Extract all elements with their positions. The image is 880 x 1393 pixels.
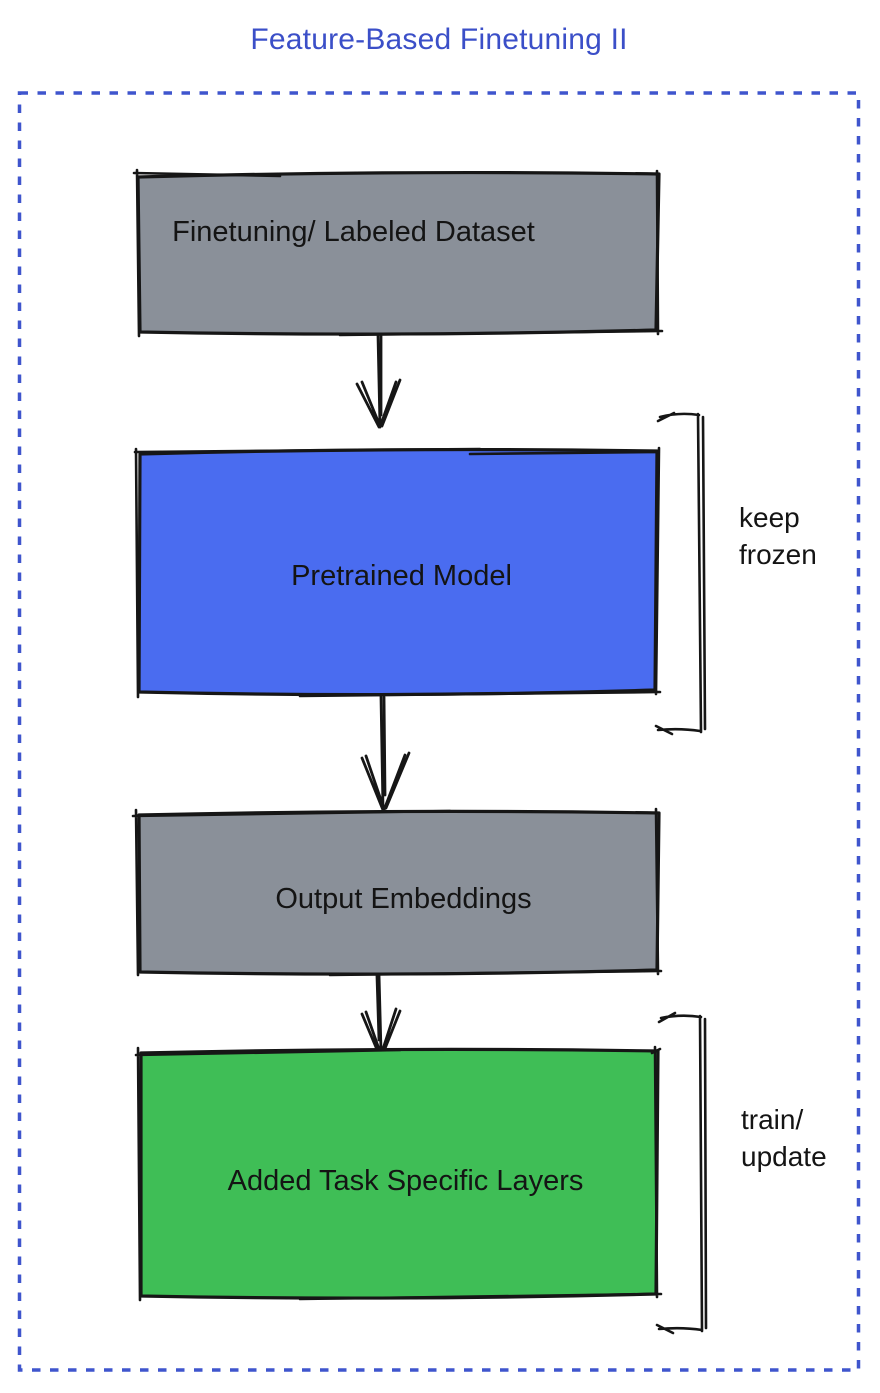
bracket-keep-frozen bbox=[654, 411, 707, 736]
edge-arrow-embeddings-to-task-layers bbox=[360, 973, 402, 1054]
node-pretrained-model-sketch bbox=[133, 446, 662, 699]
dashed-frame-border bbox=[17, 91, 861, 1372]
annotation-train-update: train/ update bbox=[741, 1104, 827, 1172]
node-finetuning-dataset-sketch bbox=[132, 168, 664, 338]
edge-arrow-dataset-to-pretrained bbox=[355, 333, 402, 429]
sketch-strokes bbox=[131, 168, 708, 1335]
node-task-specific-layers-box bbox=[139, 1047, 660, 1300]
page-title: Feature-Based Finetuning II bbox=[250, 23, 628, 56]
node-task-specific-layers-sketch bbox=[134, 1045, 663, 1302]
edge-arrow-pretrained-to-embeddings bbox=[360, 694, 411, 812]
node-finetuning-dataset-box bbox=[136, 170, 661, 336]
node-output-embeddings-box bbox=[137, 809, 661, 976]
node-pretrained-model-box bbox=[137, 447, 659, 697]
annotation-keep-frozen: keep frozen bbox=[739, 502, 817, 570]
node-output-embeddings-sketch bbox=[131, 807, 663, 977]
bracket-train-update bbox=[655, 1011, 708, 1335]
